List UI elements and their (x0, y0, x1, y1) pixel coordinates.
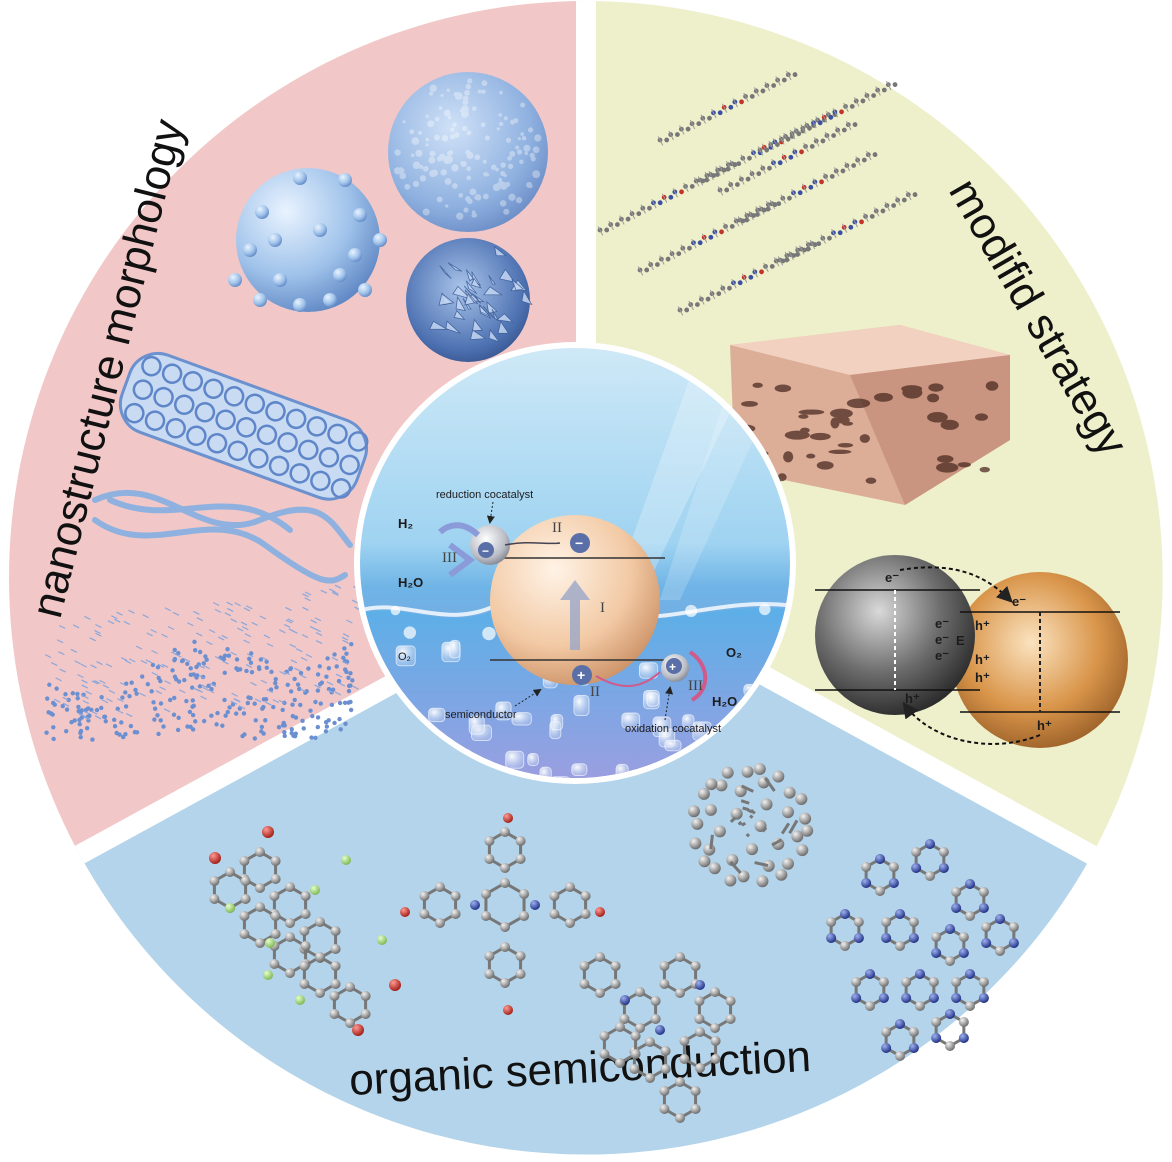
label-oxidation-cocatalyst: oxidation cocatalyst (625, 723, 721, 735)
bump (255, 205, 269, 219)
bump (373, 233, 387, 247)
step-one: I (600, 600, 605, 616)
bump (323, 293, 337, 307)
label-o2-left: O₂ (398, 651, 411, 663)
hj-field: E (956, 633, 965, 648)
hole-charge: + (577, 667, 585, 683)
bump (293, 298, 307, 312)
hj-e-top: e⁻ (885, 570, 899, 585)
label-h2: H₂ (398, 516, 413, 531)
bump (348, 248, 362, 262)
label-h2o-left: H₂O (398, 575, 423, 590)
bump (268, 233, 282, 247)
hj-e-right: e⁻ (1012, 594, 1026, 609)
step-three-right: III (688, 678, 703, 694)
bump (243, 243, 257, 257)
label-h2o-right: H₂O (712, 694, 737, 709)
bump (293, 171, 307, 185)
hj-h-left: h⁺ (905, 691, 920, 706)
bump (273, 273, 287, 287)
step-three-left: III (442, 550, 457, 566)
hj-h2: h⁺ (975, 652, 990, 667)
hj-h-bottom: h⁺ (1037, 718, 1052, 733)
label-o2-right: O₂ (726, 645, 742, 660)
bump (353, 208, 367, 222)
hj-e-mid3: e⁻ (935, 648, 949, 663)
bump (253, 293, 267, 307)
step-two-bottom: II (590, 684, 600, 700)
bump (358, 283, 372, 297)
electron-charge: − (575, 535, 583, 551)
hj-h1: h⁺ (975, 618, 990, 633)
bump (228, 273, 242, 287)
hj-e-mid2: e⁻ (935, 632, 949, 647)
bump (313, 223, 327, 237)
hj-e-mid1: e⁻ (935, 616, 949, 631)
cocat-electron: − (482, 544, 489, 558)
step-two-top: II (552, 520, 562, 536)
bump (338, 173, 352, 187)
hj-h3: h⁺ (975, 670, 990, 685)
ox-hole: + (669, 660, 676, 674)
label-semiconductor: semiconductor (445, 709, 517, 721)
label-reduction-cocatalyst: reduction cocatalyst (436, 489, 533, 501)
bump (333, 268, 347, 282)
